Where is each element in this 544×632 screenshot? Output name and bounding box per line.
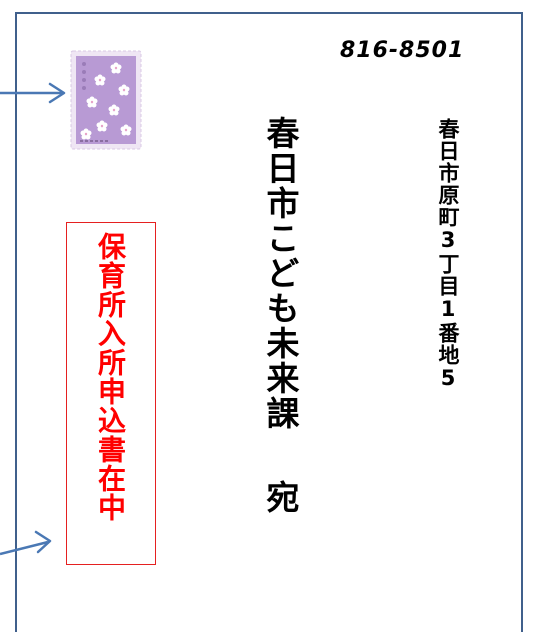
honorific-suffix: 宛 <box>261 480 300 513</box>
enclosure-note: 保育所入所申込書在中 <box>94 232 127 522</box>
recipient-name: 春日市こども未来課 <box>261 116 300 431</box>
enclosure-box <box>66 222 156 565</box>
envelope <box>15 12 523 632</box>
postage-stamp-icon <box>70 50 142 150</box>
recipient-address: 春日市原町3丁目1番地5 <box>436 118 460 391</box>
postal-code: 816-8501 <box>340 38 465 63</box>
